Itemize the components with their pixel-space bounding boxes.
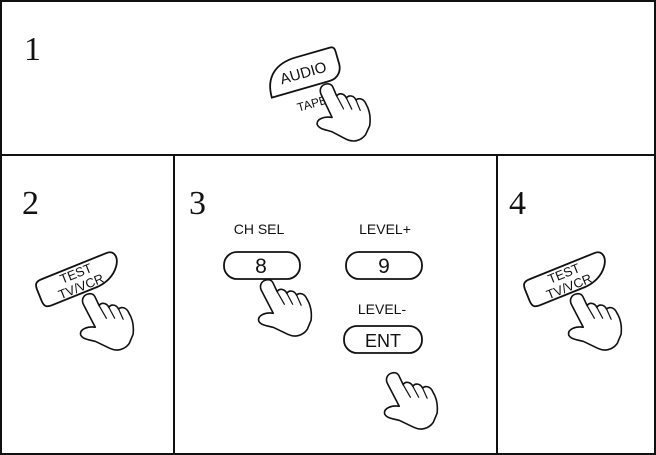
ent-label: ENT — [365, 331, 401, 351]
step-number-4: 4 — [509, 185, 526, 222]
step-number-1: 1 — [24, 31, 41, 68]
key-8-label: 8 — [255, 255, 267, 278]
level-plus-label: LEVEL+ — [359, 221, 411, 237]
step-number-2: 2 — [22, 185, 39, 222]
level-minus-label: LEVEL- — [358, 301, 407, 317]
ch-sel-label: CH SEL — [234, 221, 285, 237]
step-number-3: 3 — [189, 185, 206, 222]
key-9-label: 9 — [378, 255, 390, 278]
